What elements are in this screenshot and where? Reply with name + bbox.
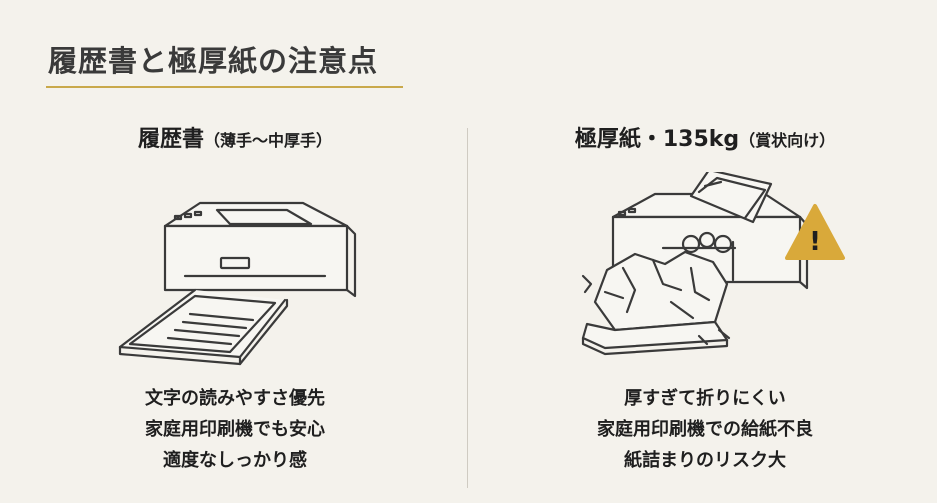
warning-icon: ! (785, 204, 845, 260)
thick-paper-points: 厚すぎて折りにくい 家庭用印刷機での給紙不良 紙詰まりのリスク大 (495, 383, 915, 476)
jammed-printer-icon: ! (581, 172, 845, 356)
thick-paper-point-2: 家庭用印刷機での給紙不良 (597, 419, 813, 440)
thick-paper-point-3: 紙詰まりのリスク大 (624, 450, 786, 471)
resume-point-1: 文字の読みやすさ優先 (145, 388, 325, 409)
title-underline (46, 86, 403, 88)
resume-heading: 履歴書（薄手〜中厚手） (25, 120, 445, 160)
resume-subheading: （薄手〜中厚手） (204, 131, 333, 150)
thick-paper-column: 極厚紙・135kg（賞状向け） (495, 120, 915, 471)
resume-paper-column: 履歴書（薄手〜中厚手） 文字の読みやすさ優先 家庭用印刷機でも安心 適度なしっか… (25, 120, 445, 471)
resume-heading-text: 履歴書 (137, 127, 204, 152)
page-title: 履歴書と極厚紙の注意点 (48, 44, 379, 78)
thick-paper-point-1: 厚すぎて折りにくい (624, 388, 786, 409)
resume-points: 文字の読みやすさ優先 家庭用印刷機でも安心 適度なしっかり感 (25, 383, 445, 476)
column-divider (467, 128, 468, 488)
resume-point-2: 家庭用印刷機でも安心 (145, 419, 325, 440)
printer-icon (118, 201, 357, 366)
thick-paper-subheading: （賞状向け） (739, 131, 836, 150)
thick-paper-heading-text: 極厚紙・135kg (574, 127, 740, 152)
thick-paper-heading: 極厚紙・135kg（賞状向け） (495, 120, 915, 160)
resume-point-3: 適度なしっかり感 (163, 450, 307, 471)
warning-symbol: ! (809, 227, 821, 257)
